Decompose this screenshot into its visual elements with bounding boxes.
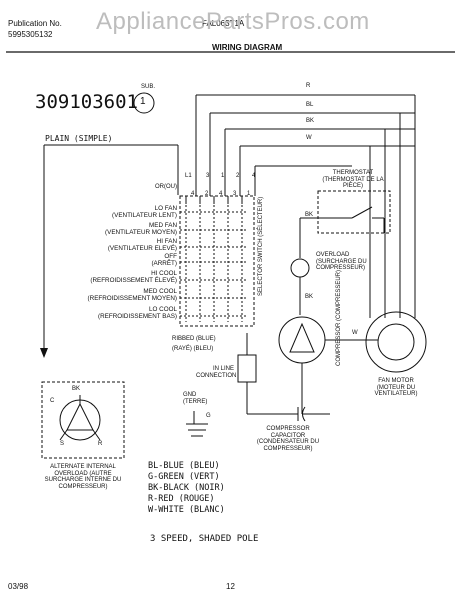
switch-position-off: OFF (ARRÊT) bbox=[151, 253, 177, 267]
sub-number: 1 bbox=[140, 96, 146, 107]
terminal-b-4: 3 bbox=[233, 191, 237, 197]
g-label: G bbox=[206, 413, 211, 419]
terminal-3: 3 bbox=[206, 173, 210, 179]
terminal-4: 4 bbox=[252, 173, 256, 179]
alt-bk-label: BK bbox=[72, 386, 81, 392]
publication-number: 5995305132 bbox=[8, 30, 53, 39]
terminal-l1: L1 bbox=[185, 173, 192, 179]
legend-item: W-WHITE (BLANC) bbox=[148, 505, 225, 515]
switch-position-lo-fan: LO FAN (VENTILATEUR LENT) bbox=[112, 205, 177, 219]
terminal-b-2: 2 bbox=[205, 191, 209, 197]
in-line-label: IN LINE CONNECTION bbox=[196, 366, 237, 379]
legend-item: BK-BLACK (NOIR) bbox=[148, 483, 225, 493]
legend-item: G-GREEN (VERT) bbox=[148, 472, 220, 482]
raye-label: (RAYÉ) (BLEU) bbox=[172, 346, 214, 352]
gnd-label: GND (TERRE) bbox=[183, 392, 208, 405]
terminal-b-5: 1 bbox=[247, 191, 251, 197]
footer-page: 12 bbox=[226, 582, 235, 591]
diagram-footer-title: 3 SPEED, SHADED POLE bbox=[150, 534, 259, 544]
alt-overload-label: ALTERNATE INTERNAL OVERLOAD (AUTRE SURCH… bbox=[44, 464, 122, 490]
compressor-label: COMPRESSOR (COMPRESSEUR) bbox=[336, 269, 342, 366]
model-number: FAL063T1A bbox=[202, 19, 245, 28]
legend-item: BL-BLUE (BLEU) bbox=[148, 461, 220, 471]
terminal-b-3: 4 bbox=[219, 191, 223, 197]
capacitor-label: COMPRESSOR CAPACITOR (CONDENSATEUR DU CO… bbox=[256, 426, 320, 452]
legend: BL-BLUE (BLEU) G-GREEN (VERT) BK-BLACK (… bbox=[148, 461, 225, 516]
watermark: AppliancePartsPros.com bbox=[96, 8, 370, 35]
terminal-2: 2 bbox=[236, 173, 240, 179]
switch-position-med-fan: MED FAN (VENTILATEUR MOYEN) bbox=[105, 222, 177, 236]
thermostat-label: THERMOSTAT (THERMOSTAT DE LA PIÈCE) bbox=[322, 170, 384, 190]
sub-label: SUB. bbox=[141, 84, 156, 90]
plain-label: PLAIN (SIMPLE) bbox=[45, 134, 113, 143]
fan-motor-label: FAN MOTOR (MOTEUR DU VENTILATEUR) bbox=[374, 378, 418, 398]
alt-s-label: S bbox=[60, 441, 65, 447]
switch-position-lo-cool: LO COOL (REFROIDISSEMENT BAS) bbox=[98, 306, 177, 320]
terminal-b-1: 4 bbox=[191, 191, 195, 197]
bk-label: BK bbox=[305, 212, 314, 218]
wire-bk: BK bbox=[306, 118, 315, 124]
w-label: W bbox=[352, 330, 358, 336]
alt-r-label: R bbox=[98, 441, 103, 447]
switch-position-med-cool: MED COOL (REFROIDISSEMENT MOYEN) bbox=[87, 288, 177, 302]
bk-label-2: BK bbox=[305, 294, 314, 300]
selector-switch-label: SELECTOR SWITCH (SÉLECTEUR) bbox=[258, 196, 264, 296]
switch-position-hi-fan: HI FAN (VENTILATEUR ELEVÉ) bbox=[107, 238, 177, 252]
part-number: 309103601 bbox=[35, 91, 138, 113]
alt-c-label: C bbox=[50, 398, 55, 404]
legend-item: R-RED (ROUGE) bbox=[148, 494, 215, 504]
ribbed-label: RIBBED (BLUE) bbox=[172, 336, 216, 342]
wire-bl: BL bbox=[306, 102, 314, 108]
section-title: WIRING DIAGRAM bbox=[212, 43, 283, 52]
wire-r: R bbox=[306, 83, 311, 89]
publication-label: Publication No. bbox=[8, 19, 62, 28]
wire-w: W bbox=[306, 135, 312, 141]
terminal-1: 1 bbox=[221, 173, 225, 179]
footer-date: 03/98 bbox=[8, 582, 29, 591]
overload-label: OVERLOAD (SURCHARGE DU COMPRESSEUR) bbox=[316, 252, 367, 272]
or-label: OR(OU) bbox=[155, 184, 177, 190]
switch-position-hi-cool: HI COOL (REFROIDISSEMENT ÉLEVÉ) bbox=[90, 270, 177, 284]
